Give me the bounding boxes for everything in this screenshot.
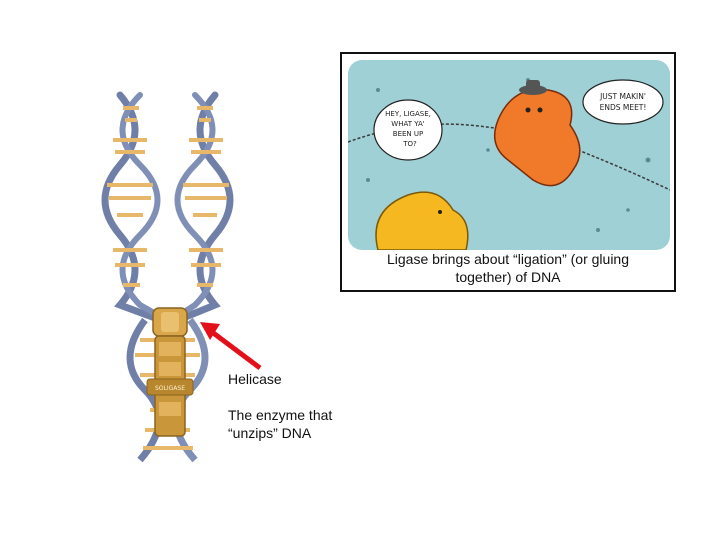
ligase-cartoon-illustration: JUST MAKIN' ENDS MEET! HEY, LIGASE, WHAT… (348, 60, 670, 250)
helicase-desc-line1: The enzyme that (228, 407, 333, 423)
ligase-speech-bubble: JUST MAKIN' ENDS MEET! (582, 79, 664, 125)
other-speech-line1: HEY, LIGASE, (385, 110, 431, 118)
dna-zipper-illustration: SOLIGASE (101, 91, 234, 463)
helicase-label: Helicase The enzyme that “unzips” DNA (228, 370, 332, 442)
ligase-speech-line2: ENDS MEET! (600, 103, 647, 112)
zipper-slider: SOLIGASE (146, 307, 194, 437)
zipper-brand-text: SOLIGASE (155, 385, 185, 392)
dna-left-strand (101, 91, 166, 322)
other-speech-line2: WHAT YA' (391, 120, 424, 128)
ligase-speech-line1: JUST MAKIN' (599, 92, 646, 101)
caption-line-2: together) of DNA (455, 269, 561, 285)
helicase-desc-line2: “unzips” DNA (228, 425, 312, 441)
dna-right-strand (172, 91, 234, 322)
pointer-arrow (200, 322, 262, 370)
cartoon-caption: Ligase brings about “ligation” (or gluin… (342, 250, 674, 286)
other-speech-line3: BEEN UP (393, 130, 423, 138)
other-speech-bubble: HEY, LIGASE, WHAT YA' BEEN UP TO? (373, 99, 443, 161)
caption-line-1: Ligase brings about “ligation” (or gluin… (386, 251, 630, 267)
other-speech-line4: TO? (402, 140, 417, 148)
yellow-blob-character (375, 191, 469, 250)
helicase-title: Helicase (228, 371, 282, 387)
ligase-cartoon-panel: JUST MAKIN' ENDS MEET! HEY, LIGASE, WHAT… (340, 52, 676, 292)
label-spacer (228, 388, 332, 406)
ligase-character (493, 80, 581, 187)
